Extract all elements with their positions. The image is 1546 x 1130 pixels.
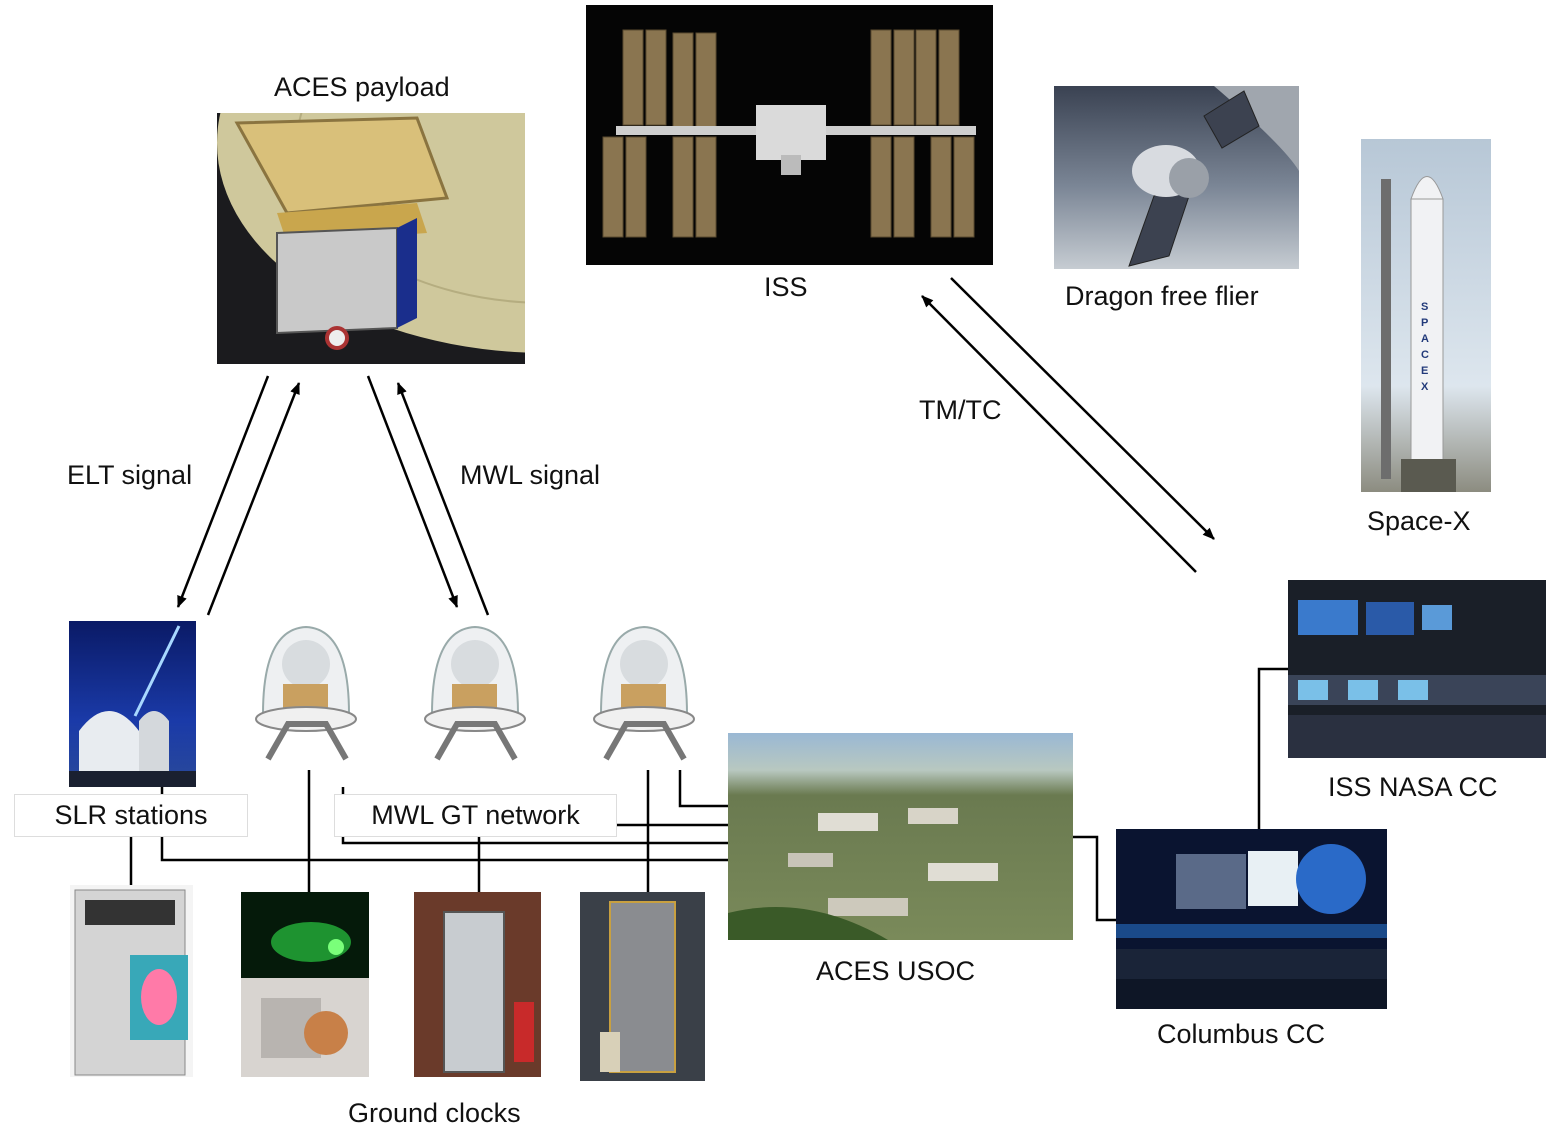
iss-nasa-cc-image [1288, 580, 1546, 758]
aces-payload-image [217, 113, 525, 364]
columbus-cc-image [1116, 829, 1387, 1009]
tmtc-label: TM/TC [919, 395, 1002, 425]
mwl-terminal-image-3 [586, 619, 703, 770]
tmtc-down-arrow [950, 277, 1215, 540]
ground-clock-image-hmaser [70, 885, 193, 1077]
spacex-rocket-image: SPACEX [1361, 139, 1491, 492]
mwl-downlink-arrow [366, 375, 459, 608]
iss-image [586, 5, 993, 265]
ground-clock-image-fountain-2 [580, 892, 705, 1081]
ground-clock-image-laser [241, 892, 369, 978]
elt-downlink-arrow [176, 375, 270, 608]
slr-stations-label: SLR stations [14, 794, 248, 837]
mwl-signal-label: MWL signal [460, 460, 601, 490]
mwl-uplink-arrow [396, 382, 490, 616]
ground-clocks-label: Ground clocks [348, 1098, 521, 1128]
iss-label: ISS [764, 272, 808, 302]
dragon-image [1054, 86, 1299, 269]
aces-payload-label: ACES payload [274, 72, 450, 102]
mwl-gt-network-label: MWL GT network [334, 794, 617, 837]
tmtc-up-arrow [921, 295, 1197, 573]
columbus-cc-label: Columbus CC [1157, 1019, 1326, 1049]
slr-station-image [69, 621, 196, 787]
ground-clock-image-fountain-1 [414, 892, 541, 1077]
ground-clock-image-cavity [241, 978, 369, 1077]
elt-uplink-arrow [206, 382, 301, 616]
rocket-text: SPACEX [1421, 301, 1429, 393]
elt-signal-label: ELT signal [67, 460, 193, 490]
iss-nasa-cc-label: ISS NASA CC [1328, 772, 1498, 802]
mwl-terminal-image-2 [417, 619, 534, 770]
mwl-terminal-image-1 [248, 619, 365, 770]
dragon-label: Dragon free flier [1065, 281, 1259, 311]
aces-usoc-label: ACES USOC [816, 956, 976, 986]
aces-usoc-image [728, 733, 1073, 940]
spacex-label: Space-X [1367, 506, 1471, 536]
